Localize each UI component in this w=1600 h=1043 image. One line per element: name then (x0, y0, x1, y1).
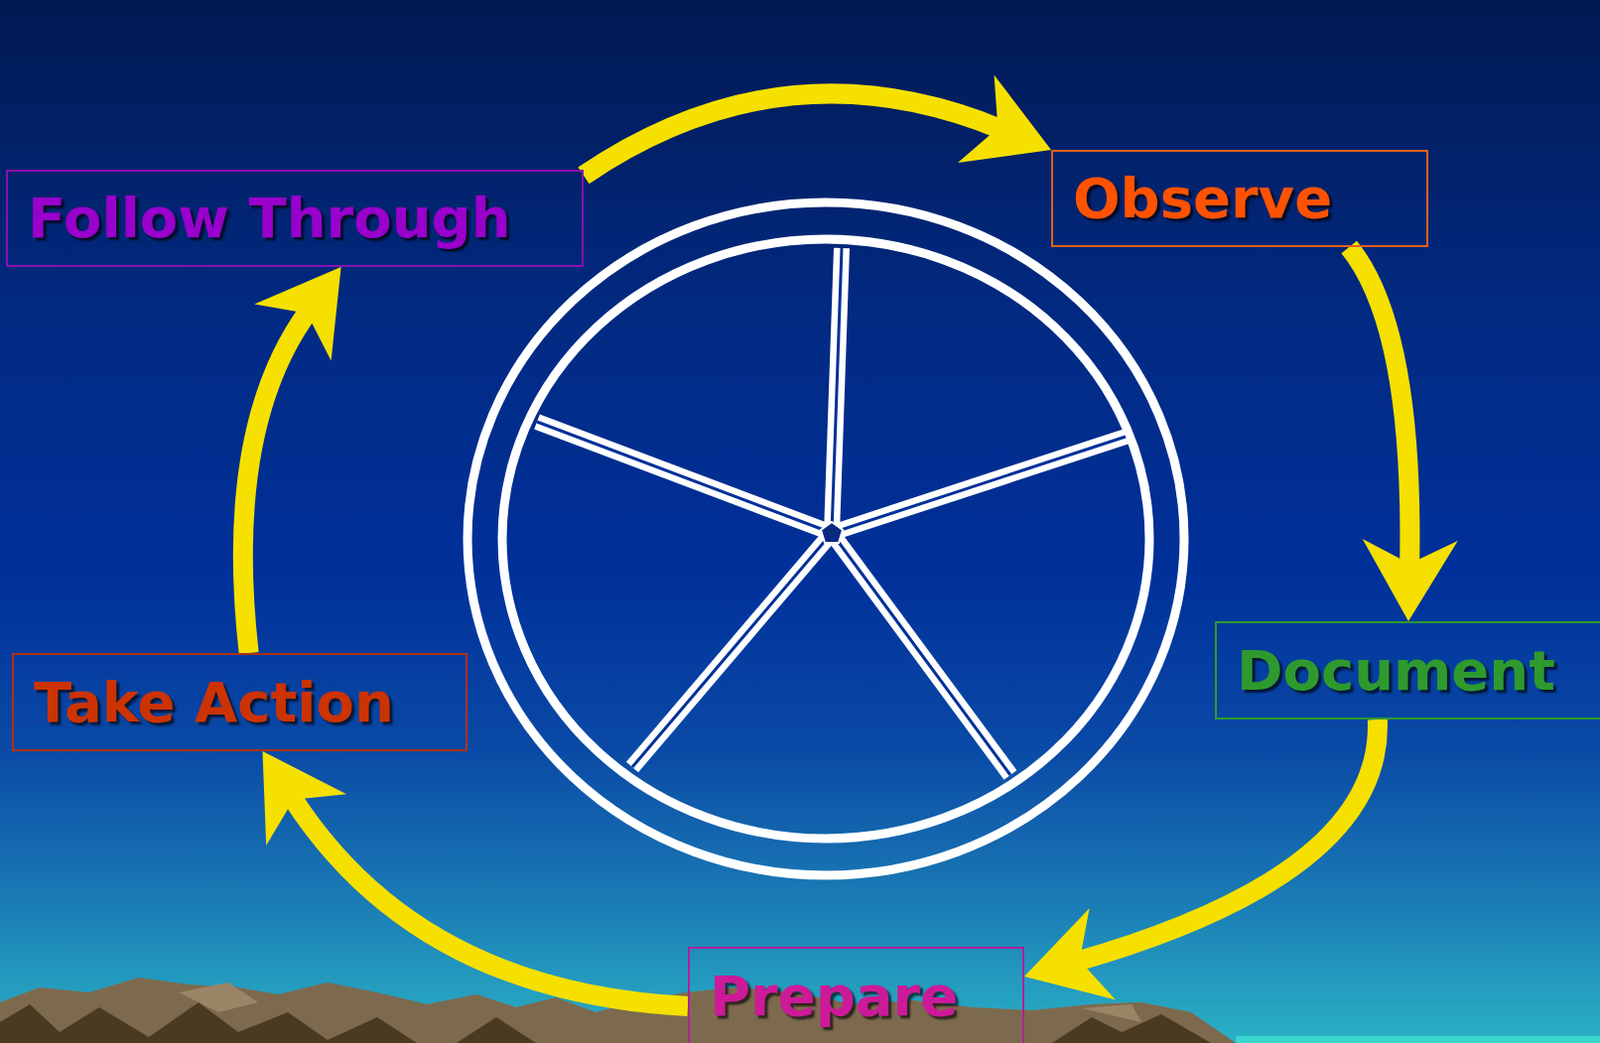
ground-strip (1235, 1036, 1600, 1043)
arrow-shaft (1348, 247, 1410, 568)
cycle-arrow (243, 266, 342, 654)
arrow-head (1024, 908, 1116, 1000)
step-box: Document (1214, 621, 1600, 720)
mountain-shadow (456, 1017, 536, 1043)
arrow-shaft (583, 93, 1002, 175)
step-label: Observe (1072, 167, 1333, 230)
step-box: Prepare (687, 946, 1025, 1043)
arrow-shaft (1075, 719, 1378, 962)
step-label: Prepare (709, 965, 958, 1028)
step-label: Document (1236, 640, 1556, 702)
wheel-rim (502, 239, 1150, 839)
cycle-arrow (1024, 719, 1378, 1001)
arrow-head (1362, 538, 1459, 622)
step-box: Take Action (11, 653, 468, 752)
cycle-arrow (263, 751, 689, 1007)
arrow-shaft (291, 797, 688, 1008)
step-label: Follow Through (27, 187, 512, 250)
mountain-shape (0, 977, 1236, 1043)
wheel-hub (820, 522, 843, 543)
mountain-highlight (1081, 1004, 1142, 1023)
arrow-shaft (243, 310, 310, 655)
step-box: Follow Through (5, 169, 584, 267)
mountain-highlight (178, 982, 259, 1013)
arrow-head (263, 751, 348, 846)
arrow-head (254, 266, 341, 362)
wheel-spokes (536, 248, 1126, 776)
step-label: Take Action (33, 671, 395, 734)
cycle-arrow (1348, 247, 1459, 622)
wheel-rim (467, 202, 1185, 876)
cycle-arrow (583, 74, 1052, 175)
mountain-shadow (0, 1002, 417, 1043)
step-box: Observe (1051, 149, 1429, 248)
arrow-head (957, 74, 1052, 163)
